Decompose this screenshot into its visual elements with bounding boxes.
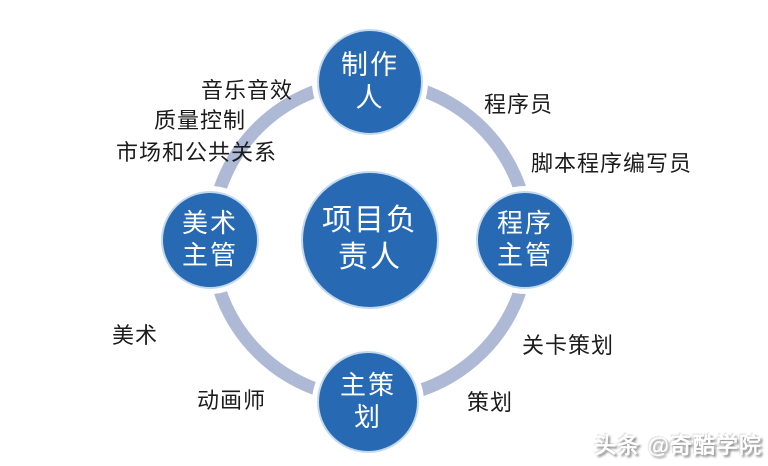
label-music-sound: 音乐音效 [201,78,294,103]
node-project-leader: 项目负 责人 [301,171,439,309]
node-chief-planner-line2: 划 [353,403,382,432]
label-marketing-pr: 市场和公共关系 [116,140,278,165]
watermark-toutiao-qiku: 头条 @奇酷学院 [594,433,762,458]
label-animator: 动画师 [197,388,267,413]
label-script-programmer: 脚本程序编写员 [531,151,693,176]
label-planner: 策划 [467,390,514,415]
label-quality-control: 质量控制 [154,108,247,133]
node-chief-planner: 主策 划 [317,351,419,453]
node-chief-planner-line1: 主策 [339,371,396,401]
node-program-director: 程序 主管 [476,191,574,289]
node-producer-line1: 制作 [341,50,399,81]
label-art: 美术 [112,323,159,348]
label-programmer: 程序员 [484,92,554,117]
node-program-director-line1: 程序 [496,209,553,239]
node-project-leader-line2: 责人 [338,241,402,274]
label-level-designer: 关卡策划 [522,333,615,358]
node-art-director-line1: 美术 [181,209,238,239]
node-art-director-line2: 主管 [181,241,238,270]
node-project-leader-line1: 项目负 [322,204,418,238]
node-art-director: 美术 主管 [161,191,259,289]
node-producer-line2: 人 [355,83,385,113]
node-producer: 制作 人 [317,29,423,135]
node-program-director-line2: 主管 [496,241,553,270]
